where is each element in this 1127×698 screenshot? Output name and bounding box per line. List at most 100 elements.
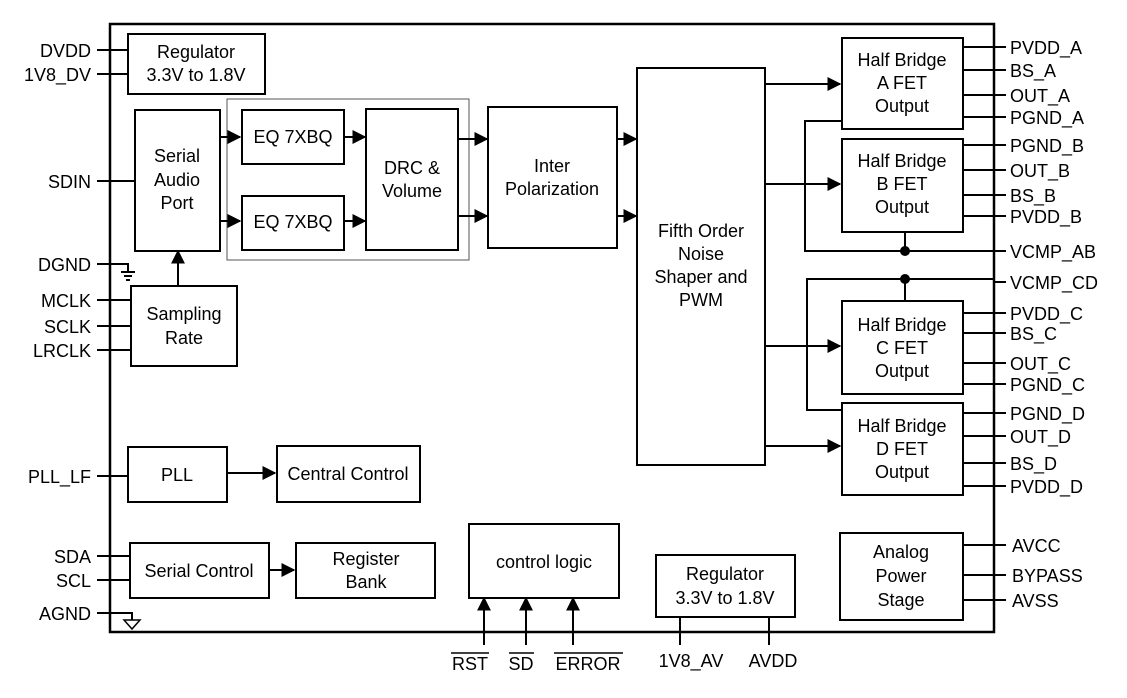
drc-volume-label-1: DRC & <box>384 158 440 178</box>
pin-scl: SCL <box>56 571 91 591</box>
sampling-rate-label-1: Sampling <box>146 304 221 324</box>
pin-out-d: OUT_D <box>1010 427 1071 448</box>
pin-pgnd-b: PGND_B <box>1010 136 1084 157</box>
pin-bs-a: BS_A <box>1010 61 1056 82</box>
serial-audio-port-block: Serial Audio Port <box>134 109 221 252</box>
hb-d-label-2: D FET <box>876 439 928 459</box>
drc-volume-label-2: Volume <box>382 181 442 201</box>
chip-boundary <box>108 22 996 634</box>
central-control-block: Central Control <box>276 445 421 503</box>
pin-pgnd-d: PGND_D <box>1010 404 1085 425</box>
half-bridge-c-block: Half Bridge C FET Output <box>841 300 964 395</box>
eq-block-2: EQ 7XBQ <box>241 195 345 251</box>
left-pin-labels: DVDD 1V8_DV SDIN DGND MCLK SCLK LRCLK PL… <box>24 41 91 624</box>
pin-mclk: MCLK <box>41 291 91 311</box>
vcmp-cd-junction <box>900 274 910 284</box>
pin-pvdd-b: PVDD_B <box>1010 207 1082 228</box>
pin-agnd: AGND <box>39 604 91 624</box>
pin-pvdd-a: PVDD_A <box>1010 38 1082 59</box>
pin-vcmp-cd: VCMP_CD <box>1010 273 1098 294</box>
serial-control-block: Serial Control <box>129 542 270 599</box>
regulator-top-block: Regulator 3.3V to 1.8V <box>127 33 266 95</box>
pin-vcmp-ab: VCMP_AB <box>1010 242 1096 263</box>
fifth-order-label-4: PWM <box>679 290 723 310</box>
pin-dgnd: DGND <box>38 255 91 275</box>
pin-sdin: SDIN <box>48 172 91 192</box>
bottom-pin-labels: RST SD ERROR 1V8_AV AVDD <box>451 651 797 674</box>
pin-out-a: OUT_A <box>1010 86 1070 107</box>
pll-block: PLL <box>127 446 228 503</box>
hb-a-label-1: Half Bridge <box>857 50 946 70</box>
pin-sclk: SCLK <box>44 317 91 337</box>
eq-drc-group <box>226 98 470 261</box>
analog-power-label-2: Power <box>875 566 926 586</box>
pin-avcc: AVCC <box>1012 536 1061 556</box>
sampling-rate-label-2: Rate <box>165 328 203 348</box>
half-bridge-b-block: Half Bridge B FET Output <box>841 138 964 233</box>
fifth-order-label-1: Fifth Order <box>658 221 744 241</box>
central-control-label: Central Control <box>287 464 408 484</box>
half-bridge-d-block: Half Bridge D FET Output <box>841 402 964 496</box>
analog-power-stage-block: Analog Power Stage <box>839 532 964 621</box>
control-logic-label: control logic <box>496 552 592 572</box>
pin-avdd: AVDD <box>749 651 798 671</box>
register-bank-block: Register Bank <box>295 542 436 599</box>
pin-1v8-av: 1V8_AV <box>659 651 724 672</box>
inter-polarization-block: Inter Polarization <box>487 106 618 249</box>
pin-bs-d: BS_D <box>1010 454 1057 475</box>
serial-control-label: Serial Control <box>144 561 253 581</box>
pin-sd: SD <box>508 654 533 674</box>
analog-power-label-1: Analog <box>873 542 929 562</box>
serial-audio-port-label-3: Port <box>160 193 193 213</box>
right-pin-labels: PVDD_A BS_A OUT_A PGND_A PGND_B OUT_B BS… <box>1010 38 1098 611</box>
analog-power-label-3: Stage <box>877 590 924 610</box>
register-bank-label-2: Bank <box>345 572 387 592</box>
regulator-top-label-1: Regulator <box>157 42 235 62</box>
regulator-bottom-label-1: Regulator <box>686 564 764 584</box>
drc-volume-block: DRC & Volume <box>365 108 459 251</box>
regulator-bottom-label-2: 3.3V to 1.8V <box>675 588 774 608</box>
inter-polarization-label-2: Polarization <box>505 179 599 199</box>
hb-a-label-2: A FET <box>877 73 927 93</box>
fifth-order-pwm-block: Fifth Order Noise Shaper and PWM <box>636 67 766 466</box>
pin-1v8-dv: 1V8_DV <box>24 65 91 86</box>
pin-pgnd-c: PGND_C <box>1010 375 1085 396</box>
pin-dvdd: DVDD <box>40 41 91 61</box>
pin-bs-c: BS_C <box>1010 324 1057 345</box>
hb-c-label-1: Half Bridge <box>857 315 946 335</box>
serial-audio-port-label-1: Serial <box>154 146 200 166</box>
regulator-bottom-block: Regulator 3.3V to 1.8V <box>655 554 796 618</box>
pin-rst: RST <box>452 654 488 674</box>
regulator-top-label-2: 3.3V to 1.8V <box>146 65 245 85</box>
fifth-order-label-2: Noise <box>678 244 724 264</box>
control-logic-block: control logic <box>468 523 620 599</box>
inter-polarization-label-1: Inter <box>534 156 570 176</box>
half-bridge-a-block: Half Bridge A FET Output <box>841 37 964 130</box>
vcmp-ab-junction <box>900 246 910 256</box>
eq-block-1-label: EQ 7XBQ <box>253 127 332 147</box>
register-bank-label-1: Register <box>332 549 399 569</box>
serial-audio-port-label-2: Audio <box>154 170 200 190</box>
pin-pll-lf: PLL_LF <box>28 467 91 488</box>
fifth-order-label-3: Shaper and <box>654 267 747 287</box>
hb-b-label-1: Half Bridge <box>857 151 946 171</box>
pin-sda: SDA <box>54 547 91 567</box>
pin-out-c: OUT_C <box>1010 354 1071 375</box>
pll-label: PLL <box>161 465 193 485</box>
hb-c-label-3: Output <box>875 361 929 381</box>
pin-pvdd-d: PVDD_D <box>1010 477 1083 498</box>
hb-a-label-3: Output <box>875 96 929 116</box>
hb-d-label-1: Half Bridge <box>857 416 946 436</box>
eq-block-2-label: EQ 7XBQ <box>253 212 332 232</box>
pin-error: ERROR <box>555 654 620 674</box>
pin-out-b: OUT_B <box>1010 161 1070 182</box>
pin-bs-b: BS_B <box>1010 186 1056 207</box>
wires <box>97 46 1006 645</box>
pin-lrclk: LRCLK <box>33 341 91 361</box>
hb-d-label-3: Output <box>875 462 929 482</box>
hb-c-label-2: C FET <box>876 338 928 358</box>
hb-b-label-2: B FET <box>876 174 927 194</box>
pin-pvdd-c: PVDD_C <box>1010 304 1083 325</box>
pin-bypass: BYPASS <box>1012 566 1083 586</box>
